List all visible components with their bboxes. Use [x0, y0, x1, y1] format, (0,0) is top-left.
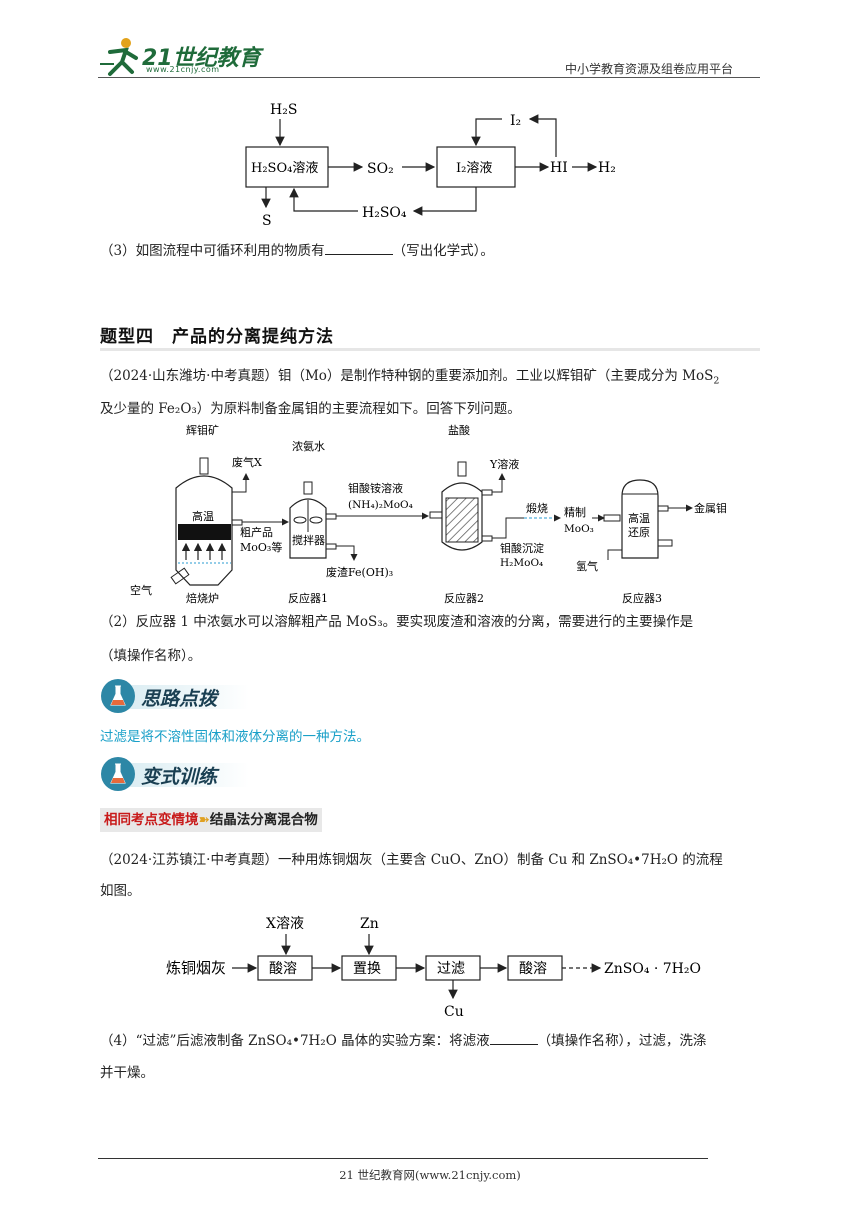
question-2-line1: （2）反应器 1 中浓氨水可以溶解粗产品 MoS₃。要实现废渣和溶液的分离，需要…	[100, 614, 694, 630]
runner-logo-icon	[100, 38, 138, 76]
h2s-label: H₂S	[270, 102, 297, 118]
tips-badge-label: 思路点拨	[141, 688, 218, 710]
reactor-2-label: 反应器2	[444, 591, 484, 605]
iodine-cycle-diagram: H₂S H₂SO₄溶液 SO₂ I₂溶液 HI H₂ I₂ S H₂SO₄	[245, 102, 616, 229]
question-3: （3）如图流程中可循环利用的物质有 （写出化学式）。	[100, 240, 494, 261]
h2-label: H₂	[598, 160, 616, 176]
h2so4-solution-label: H₂SO₄溶液	[251, 161, 318, 176]
flask-icon	[110, 685, 126, 706]
hi-label: HI	[550, 160, 568, 176]
i2-label: I₂	[510, 113, 521, 129]
s-label: S	[262, 213, 272, 229]
x-solution-label: X溶液	[266, 916, 304, 932]
section-number: 题型四	[100, 327, 154, 347]
waste-gas-label: 废气X	[232, 455, 262, 469]
replace-label: 置换	[353, 960, 381, 977]
tip-text: 过滤是将不溶性固体和液体分离的一种方法。	[100, 729, 370, 745]
header-divider	[98, 77, 760, 78]
flask-icon	[110, 763, 126, 784]
stirrer-label: 搅拌器	[292, 533, 325, 547]
section-title: 题型四产品的分离提纯方法	[100, 322, 334, 347]
so2-label: SO₂	[367, 161, 394, 177]
tag-topic-text: 结晶法分离混合物	[209, 812, 318, 828]
calcine-label: 煅烧	[526, 501, 548, 515]
problem-2-line2: 如图。	[100, 883, 141, 899]
problem-1-line1: （2024·山东潍坊·中考真题）钼（Mo）是制作特种钢的重要添加剂。工业以辉钼矿…	[100, 366, 719, 392]
start-material-label: 炼铜烟灰	[166, 959, 226, 977]
footer-divider	[98, 1158, 708, 1159]
problem-1-line2: 及少量的 Fe₂O₃）为原料制备金属钼的主要流程如下。回答下列问题。	[100, 401, 521, 417]
question-3-text: （3）如图流程中可循环利用的物质有	[100, 243, 325, 259]
acid-dissolve-label-2: 酸溶	[519, 961, 547, 977]
question-3-suffix: （写出化学式）。	[392, 243, 494, 259]
refine-label: 精制	[564, 506, 586, 519]
furnace-label: 焙烧炉	[186, 591, 219, 605]
question-2-line2: （填操作名称）。	[100, 648, 202, 664]
logo-url: www.21cnjy.com	[146, 65, 220, 74]
crude-formula-label: MoO₃等	[240, 540, 282, 554]
ammonium-molybdate-label: 钼酸铵溶液	[348, 481, 403, 495]
metal-mo-label: 金属钼	[694, 501, 727, 515]
question-4-text: （4）“过滤”后滤液制备 ZnSO₄•7H₂O 晶体的实验方案：将滤液	[100, 1033, 490, 1049]
reduce-label-1: 高温	[628, 511, 650, 525]
reactor-3	[621, 479, 659, 559]
reduce-label-2: 还原	[628, 526, 650, 539]
moo3-label: MoO₃	[564, 523, 594, 535]
air-label: 空气	[130, 583, 152, 597]
zinc-sulfate-flow-diagram: 炼铜烟灰 酸溶 X溶液 置换 Zn 过滤 Cu 酸溶 ZnSO₄ · 7H₂O	[166, 916, 701, 1020]
problem-1-text: （2024·山东潍坊·中考真题）钼（Mo）是制作特种钢的重要添加剂。工业以辉钼矿…	[100, 368, 714, 384]
header-platform-text: 中小学教育资源及组卷应用平台	[565, 62, 734, 76]
practice-badge: 变式训练	[101, 757, 251, 791]
problem-2-line1: （2024·江苏镇江·中考真题）一种用炼铜烟灰（主要含 CuO、ZnO）制备 C…	[100, 852, 723, 868]
tips-badge: 思路点拨	[101, 679, 251, 713]
reactor-3-label: 反应器3	[622, 591, 662, 605]
i2-solution-label: I₂溶液	[456, 161, 492, 176]
h2so4-return-label: H₂SO₄	[362, 205, 407, 221]
question-4-suffix: （填操作名称），过滤，洗涤	[537, 1033, 707, 1049]
zn-label: Zn	[360, 916, 379, 932]
section-divider	[100, 348, 760, 351]
practice-badge-label: 变式训练	[141, 766, 218, 788]
precipitate-formula: H₂MoO₄	[500, 557, 543, 569]
site-logo: 21世纪教育 www.21cnjy.com	[96, 34, 266, 78]
tag-red-text: 相同考点变情境	[104, 812, 199, 828]
arrow-icon: ➽	[198, 812, 210, 828]
residue-label: 废渣Fe(OH)₃	[326, 565, 393, 579]
question-4-line1: （4）“过滤”后滤液制备 ZnSO₄•7H₂O 晶体的实验方案：将滤液 （填操作名…	[100, 1030, 706, 1051]
scenario-tag: 相同考点变情境➽结晶法分离混合物	[100, 808, 322, 832]
product-label: ZnSO₄ · 7H₂O	[604, 961, 701, 977]
answer-blank[interactable]	[489, 1030, 538, 1045]
question-4-line2: 并干燥。	[100, 1065, 154, 1081]
y-solution-label: Y溶液	[489, 457, 519, 471]
hydrogen-label: 氢气	[576, 559, 598, 573]
reactor-1-label: 反应器1	[288, 591, 328, 605]
high-temp-label: 高温	[192, 509, 214, 523]
answer-blank[interactable]	[324, 240, 393, 255]
footer-text: 21 世纪教育网(www.21cnjy.com)	[339, 1168, 521, 1182]
cu-label: Cu	[444, 1004, 464, 1020]
hcl-label: 盐酸	[448, 423, 470, 437]
filter-label: 过滤	[437, 961, 465, 977]
ammonia-label: 浓氨水	[292, 440, 325, 453]
section-name: 产品的分离提纯方法	[172, 327, 334, 347]
crude-label: 粗产品	[240, 525, 273, 539]
ore-label: 辉钼矿	[186, 423, 219, 437]
ammonium-molybdate-formula: (NH₄)₂MoO₄	[348, 499, 413, 511]
molybdenum-process-diagram: 辉钼矿 高温 废气X 粗产品 MoO₃等 空气 焙烧炉 浓氨水 搅拌器 废渣Fe…	[130, 423, 727, 605]
precipitate-label: 钼酸沉淀	[500, 541, 544, 555]
subscript: 2	[713, 375, 720, 387]
acid-dissolve-label-1: 酸溶	[269, 961, 297, 977]
logo-text: 21世纪教育	[142, 46, 261, 71]
